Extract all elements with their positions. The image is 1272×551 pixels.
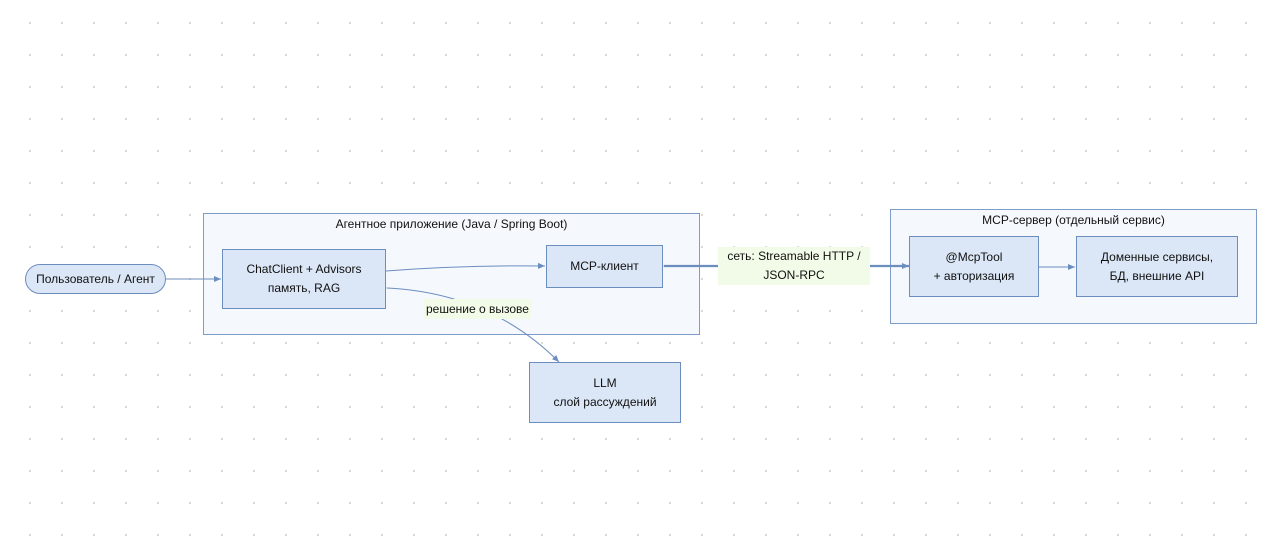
llm-node[interactable]: LLM слой рассуждений xyxy=(529,362,681,423)
mcp-server-group-title: MCP-сервер (отдельный сервис) xyxy=(982,213,1165,227)
mcptool-node[interactable]: @McpTool + авторизация xyxy=(909,236,1039,297)
chatclient-node[interactable]: ChatClient + Advisors память, RAG xyxy=(222,249,386,309)
network-edge-label: сеть: Streamable HTTP / JSON-RPC xyxy=(718,247,870,285)
mcp-client-node[interactable]: MCP-клиент xyxy=(546,245,663,288)
domain-services-node[interactable]: Доменные сервисы, БД, внешние API xyxy=(1076,236,1238,297)
decision-label: решение о вызове xyxy=(426,301,529,316)
network-label-line1: сеть: Streamable HTTP / xyxy=(727,249,861,263)
user-agent-node[interactable]: Пользователь / Агент xyxy=(25,264,166,294)
chatclient-line2: память, RAG xyxy=(267,281,341,295)
decision-edge-label: решение о вызове xyxy=(424,299,531,319)
llm-line1: LLM xyxy=(593,375,617,390)
mcptool-line1: @McpTool xyxy=(945,249,1003,264)
mcptool-line2: + авторизация xyxy=(933,268,1015,283)
llm-line2: слой рассуждений xyxy=(553,394,657,409)
chatclient-line1: ChatClient + Advisors xyxy=(246,262,362,276)
network-label-line2: JSON-RPC xyxy=(763,268,825,282)
user-agent-label: Пользователь / Агент xyxy=(36,272,155,286)
mcp-client-label: MCP-клиент xyxy=(570,259,639,273)
agent-app-group-title: Агентное приложение (Java / Spring Boot) xyxy=(335,217,568,231)
domain-line1: Доменные сервисы, xyxy=(1100,249,1214,264)
edge-chatclient-to-mcp-client xyxy=(385,262,546,272)
domain-line2: БД, внешние API xyxy=(1109,268,1205,283)
